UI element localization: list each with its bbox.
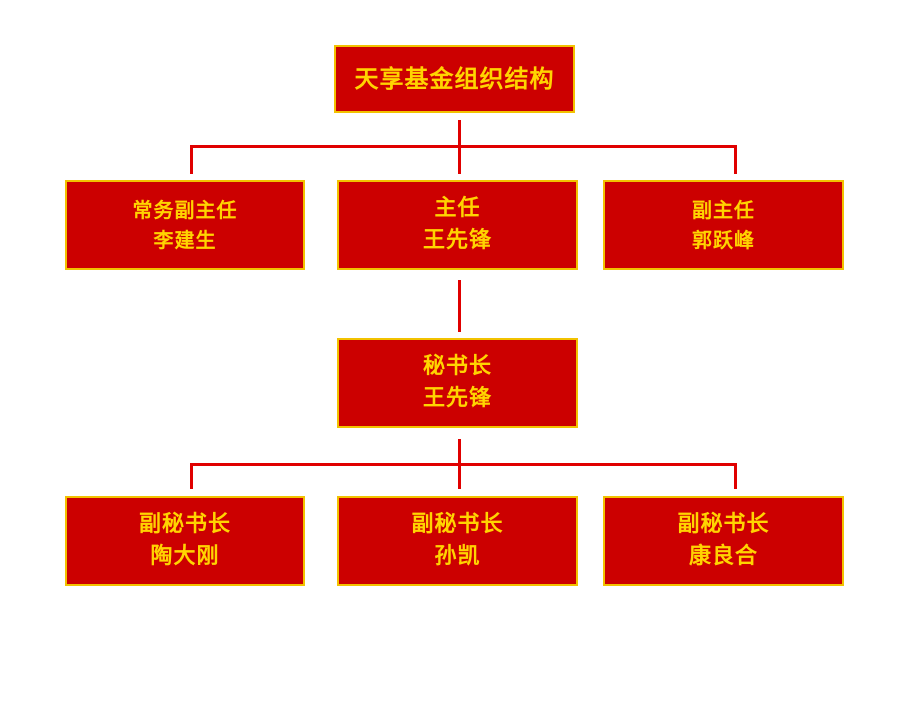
deputy-secretary-box-2: 副秘书长 孙凯 — [337, 496, 578, 586]
deputy-secretary-box-3: 副秘书长 康良合 — [603, 496, 844, 586]
director-role: 主任 — [434, 196, 481, 221]
deputy-secretary-role-2: 副秘书长 — [411, 512, 504, 537]
deputy-director-name: 郭跃峰 — [692, 228, 755, 252]
secretary-general-role: 秘书长 — [422, 354, 492, 379]
connector-deputies-bar — [190, 463, 737, 466]
deputy-secretary-name-3: 康良合 — [688, 544, 758, 569]
deputy-secretary-role-3: 副秘书长 — [677, 512, 770, 537]
deputy-secretary-name-2: 孙凯 — [434, 544, 481, 569]
connector-level1-left — [190, 145, 193, 174]
connector-level1-right — [734, 145, 737, 174]
deputy-secretary-box-1: 副秘书长 陶大刚 — [65, 496, 305, 586]
secretary-general-name: 王先锋 — [422, 386, 492, 411]
executive-deputy-director-box: 常务副主任 李建生 — [65, 180, 305, 270]
deputy-director-role: 副主任 — [692, 198, 755, 222]
connector-level1-bar — [190, 145, 737, 148]
connector-deputies-left — [190, 463, 193, 489]
connector-director-to-secretary — [458, 280, 461, 332]
deputy-director-box: 副主任 郭跃峰 — [603, 180, 844, 270]
secretary-general-box: 秘书长 王先锋 — [337, 338, 578, 428]
executive-deputy-director-role: 常务副主任 — [132, 198, 238, 222]
director-box: 主任 王先锋 — [337, 180, 578, 270]
org-title-box: 天享基金组织结构 — [334, 45, 575, 113]
connector-deputies-right — [734, 463, 737, 489]
executive-deputy-director-name: 李建生 — [153, 228, 217, 252]
deputy-secretary-role-1: 副秘书长 — [138, 512, 231, 537]
deputy-secretary-name-1: 陶大刚 — [150, 544, 220, 569]
org-title: 天享基金组织结构 — [354, 65, 555, 93]
director-name: 王先锋 — [422, 228, 492, 253]
